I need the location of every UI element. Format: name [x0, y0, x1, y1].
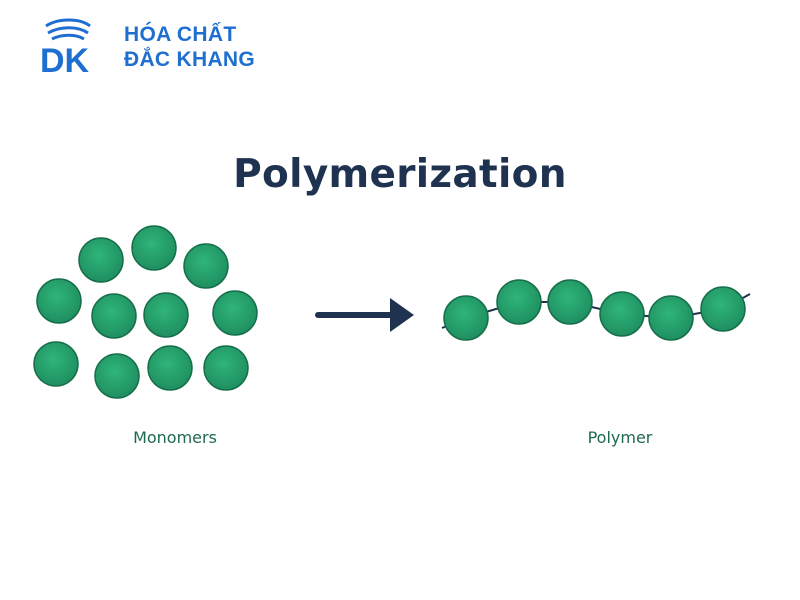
monomer-bead	[143, 292, 189, 338]
brand-line-1: HÓA CHẤT	[124, 23, 237, 46]
arrow-head	[390, 298, 414, 332]
dk-logo-icon: DK	[40, 18, 91, 78]
brand-logo: DK HÓA CHẤT ĐẮC KHANG	[38, 14, 298, 78]
reaction-arrow	[315, 298, 414, 332]
logo-mark-text: DK	[40, 42, 90, 78]
polymer-bead	[599, 291, 645, 337]
brand-line-2: ĐẮC KHANG	[124, 48, 256, 71]
brand-name: HÓA CHẤT ĐẮC KHANG	[124, 22, 255, 72]
monomer-bead	[36, 278, 82, 324]
monomer-bead	[91, 293, 137, 339]
monomers-label: Monomers	[133, 428, 217, 447]
polymer-bead	[648, 295, 694, 341]
monomer-bead	[78, 237, 124, 283]
monomer-bead	[203, 345, 249, 391]
monomer-bead	[33, 341, 79, 387]
polymer-bead	[700, 286, 746, 332]
polymer-bead	[547, 279, 593, 325]
polymer-bead	[496, 279, 542, 325]
monomer-bead	[183, 243, 229, 289]
diagram-title: Polymerization	[233, 152, 567, 197]
polymer-bead	[443, 295, 489, 341]
monomer-bead	[131, 225, 177, 271]
monomer-cluster	[33, 225, 258, 399]
monomer-bead	[147, 345, 193, 391]
polymer-label: Polymer	[587, 428, 653, 447]
polymer-chain	[441, 279, 751, 341]
monomer-bead	[212, 290, 258, 336]
monomer-bead	[94, 353, 140, 399]
